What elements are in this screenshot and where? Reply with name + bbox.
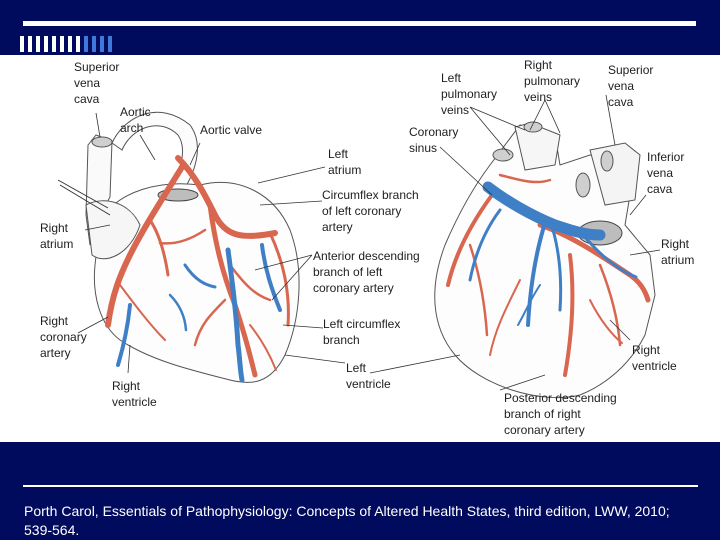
label-aortic-arch: Aortic arch <box>120 105 151 135</box>
label-posterior-descending-branch: Posterior descending branch of right cor… <box>504 391 617 437</box>
label-right-ventricle-left: Right ventricle <box>112 379 157 409</box>
label-coronary-sinus: Coronary sinus <box>409 125 459 155</box>
posterior-heart <box>434 121 656 399</box>
citation-text: Porth Carol, Essentials of Pathophysiolo… <box>24 503 670 538</box>
label-left-atrium: Left atrium <box>328 147 362 177</box>
label-right-ventricle-right: Right ventricle <box>632 343 677 373</box>
label-right-coronary-artery: Right coronary artery <box>40 314 87 360</box>
posterior-veins <box>468 181 638 327</box>
label-aortic-valve: Aortic valve <box>200 123 263 137</box>
leader-lines <box>77 94 661 391</box>
label-anterior-descending-branch: Anterior descending branch of left coron… <box>313 249 420 295</box>
heart-illustrations <box>57 94 661 399</box>
label-inferior-vena-cava: Inferior vena cava <box>647 150 685 196</box>
label-left-ventricle: Left ventricle <box>346 361 391 391</box>
label-right-atrium-left: Right atrium <box>40 221 74 251</box>
decorative-stripe-bar <box>20 36 112 52</box>
label-right-atrium-right: Right atrium <box>661 237 695 267</box>
label-circumflex-branch: Circumflex branch of left coronary arter… <box>322 188 419 234</box>
label-right-pulmonary-veins: Right pulmonary veins <box>524 58 581 104</box>
label-superior-vena-cava-right: Superior vena cava <box>608 63 654 109</box>
anterior-veins <box>116 243 282 383</box>
label-left-circumflex-branch: Left circumflex branch <box>323 317 401 347</box>
footer-rule <box>23 485 698 487</box>
anterior-heart <box>57 111 300 383</box>
title-rule <box>23 21 696 26</box>
label-superior-vena-cava-left: Superior vena cava <box>74 60 120 106</box>
label-left-pulmonary-veins: Left pulmonary veins <box>441 71 498 117</box>
anterior-arteries <box>105 155 290 378</box>
coronary-anatomy-diagram: Superior vena cava Aortic arch Aortic va… <box>0 55 720 442</box>
